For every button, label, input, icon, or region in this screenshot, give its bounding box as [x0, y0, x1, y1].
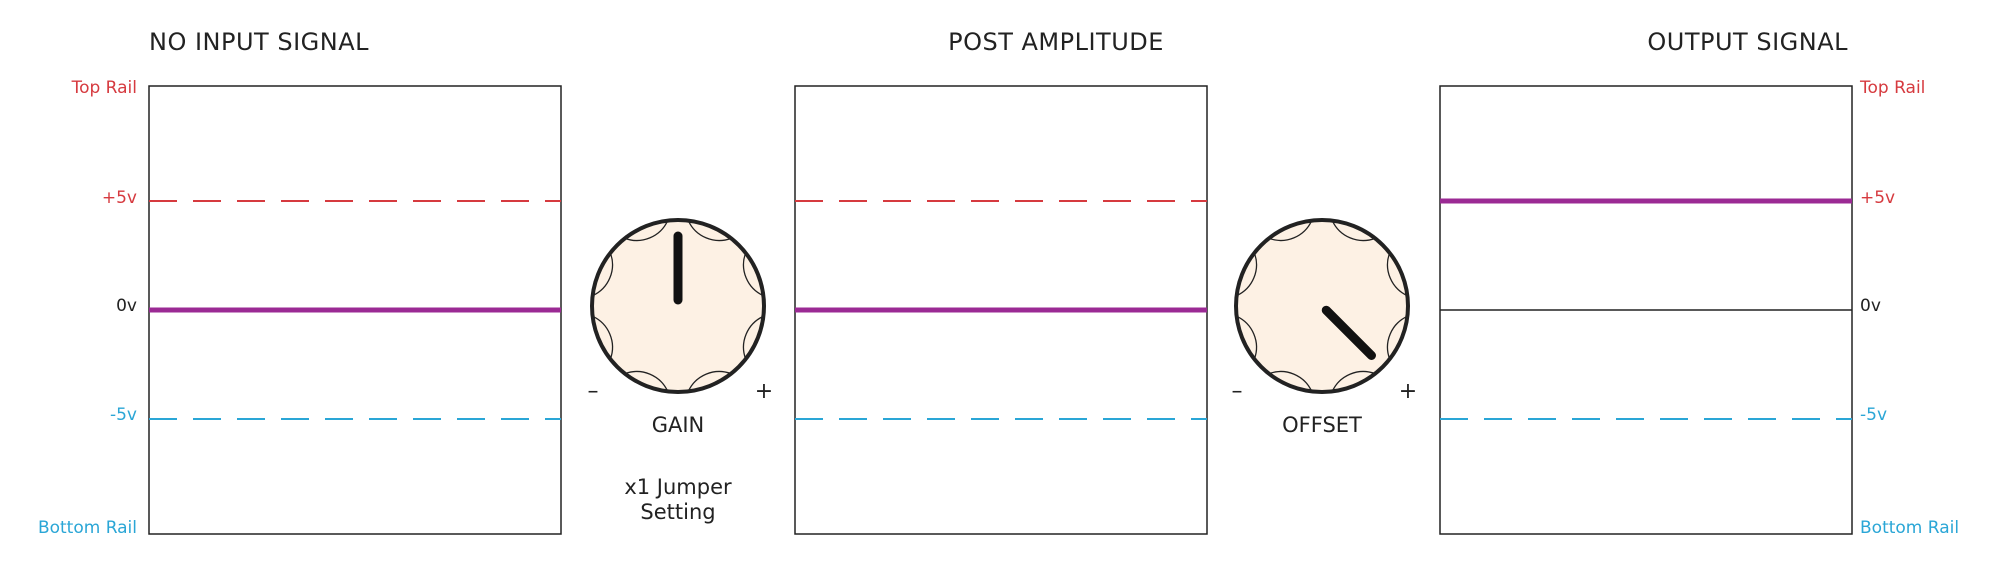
gain-knob[interactable]	[590, 218, 766, 394]
knob-scallop	[592, 252, 614, 297]
knob-scallops	[592, 220, 764, 392]
knob-scallop	[1268, 370, 1313, 392]
label-top-rail-left: Top Rail	[71, 78, 137, 98]
label-bottom-rail-right: Bottom Rail	[1860, 518, 1959, 538]
knob-scallop	[1331, 370, 1376, 392]
gain-label: GAIN	[652, 413, 705, 437]
offset-minus-sign: –	[1232, 379, 1243, 404]
knob-scallop	[742, 252, 764, 297]
knob-scallops	[1236, 220, 1408, 392]
knob-scallop	[687, 370, 732, 392]
knob-scallop	[624, 220, 669, 242]
knob-scallop	[624, 370, 669, 392]
label-minus5-left: -5v	[110, 405, 137, 425]
knob-scallop	[1386, 315, 1408, 360]
knob-body	[1234, 218, 1410, 394]
knob-body	[590, 218, 766, 394]
label-plus5-right: +5v	[1860, 188, 1895, 208]
knob-scallop	[1268, 220, 1313, 242]
label-minus5-right: -5v	[1860, 405, 1887, 425]
knob-scallop	[1386, 252, 1408, 297]
offset-label: OFFSET	[1282, 413, 1362, 437]
label-zero-right: 0v	[1860, 296, 1881, 316]
knob-scallop	[1236, 315, 1258, 360]
offset-pointer-icon	[1321, 305, 1376, 360]
knob-scallop	[1236, 252, 1258, 297]
knob-scallop	[742, 315, 764, 360]
knob-scallop	[592, 315, 614, 360]
offset-plus-sign: +	[1399, 379, 1417, 404]
gain-plus-sign: +	[755, 379, 773, 404]
knob-scallop	[1331, 220, 1376, 242]
panel-post-amplitude	[794, 85, 1208, 535]
label-plus5-left: +5v	[102, 188, 137, 208]
panel-title-post-amplitude: POST AMPLITUDE	[948, 28, 1164, 56]
panel-input	[148, 85, 562, 535]
panel-title-output: OUTPUT SIGNAL	[1647, 28, 1848, 56]
label-bottom-rail-left: Bottom Rail	[38, 518, 137, 538]
panel-title-input: NO INPUT SIGNAL	[149, 28, 369, 56]
knob-scallop	[687, 220, 732, 242]
panel-output	[1439, 85, 1853, 535]
offset-knob[interactable]	[1234, 218, 1410, 394]
jumper-note-line1: x1 Jumper	[624, 475, 732, 499]
label-zero-left: 0v	[116, 296, 137, 316]
gain-minus-sign: –	[588, 379, 599, 404]
label-top-rail-right: Top Rail	[1859, 78, 1925, 98]
jumper-note-line2: Setting	[640, 500, 715, 524]
